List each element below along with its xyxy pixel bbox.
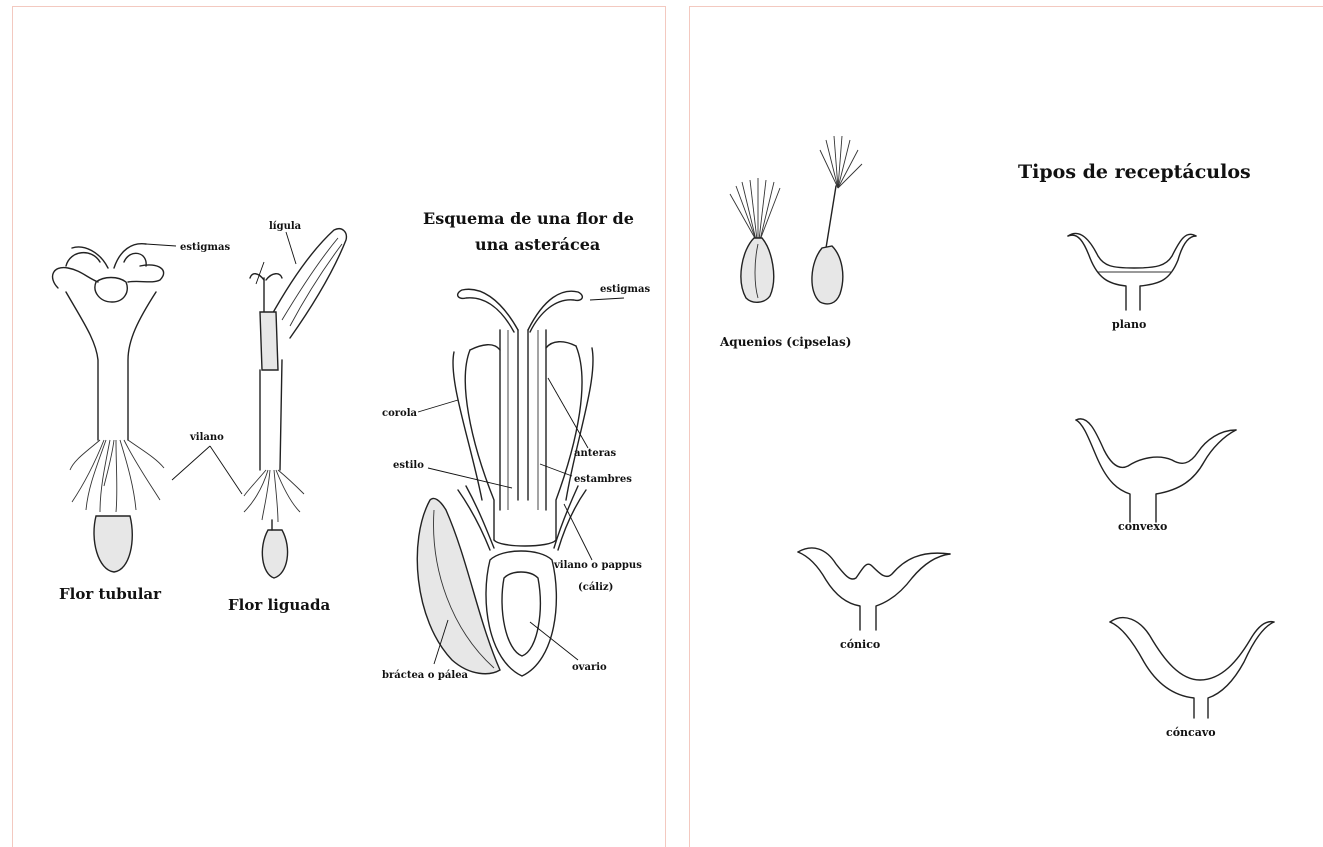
tubular-pappus-label: vilano bbox=[189, 432, 224, 443]
achenes-caption: Aquenios (cipselas) bbox=[719, 335, 851, 349]
scheme-calyx-label: (cáliz) bbox=[578, 582, 613, 593]
receptacle-conical-drawing bbox=[798, 548, 950, 630]
receptacles-title: Tipos de receptáculos bbox=[1018, 161, 1251, 183]
receptacle-convex-label: convexo bbox=[1118, 520, 1167, 533]
achene-with-pappus-2 bbox=[812, 136, 862, 304]
tubular-flower-caption: Flor tubular bbox=[59, 585, 162, 603]
leader-lines bbox=[146, 232, 624, 664]
ligulate-flower-caption: Flor liguada bbox=[228, 596, 330, 614]
ligulate-flower-drawing bbox=[244, 229, 346, 578]
achene-with-pappus-1 bbox=[730, 178, 780, 302]
tubular-flower-drawing bbox=[53, 244, 164, 572]
receptacle-flat-label: plano bbox=[1112, 318, 1146, 331]
receptacle-flat-drawing bbox=[1068, 233, 1196, 310]
tubular-stigmas-label: estigmas bbox=[180, 242, 230, 253]
receptacle-convex-drawing bbox=[1076, 419, 1236, 522]
scheme-corolla-label: corola bbox=[382, 408, 417, 419]
scheme-bract-label: bráctea o pálea bbox=[382, 670, 469, 681]
receptacle-concave-drawing bbox=[1110, 618, 1274, 718]
asteraceae-scheme-drawing bbox=[417, 289, 593, 676]
scheme-stigmas-label: estigmas bbox=[600, 284, 650, 295]
scheme-title-line1: Esquema de una flor de bbox=[423, 209, 634, 228]
ligule-label: lígula bbox=[269, 221, 302, 232]
scheme-anthers-label: anteras bbox=[574, 448, 616, 459]
scheme-pappus-label: vilano o pappus bbox=[553, 560, 642, 571]
scheme-title-line2: una asterácea bbox=[475, 235, 600, 254]
receptacle-conical-label: cónico bbox=[840, 638, 880, 651]
receptacle-concave-label: cóncavo bbox=[1166, 726, 1216, 739]
scheme-ovary-label: ovario bbox=[572, 662, 607, 673]
scheme-stamens-label: estambres bbox=[574, 474, 632, 485]
scheme-style-label: estilo bbox=[393, 460, 424, 471]
